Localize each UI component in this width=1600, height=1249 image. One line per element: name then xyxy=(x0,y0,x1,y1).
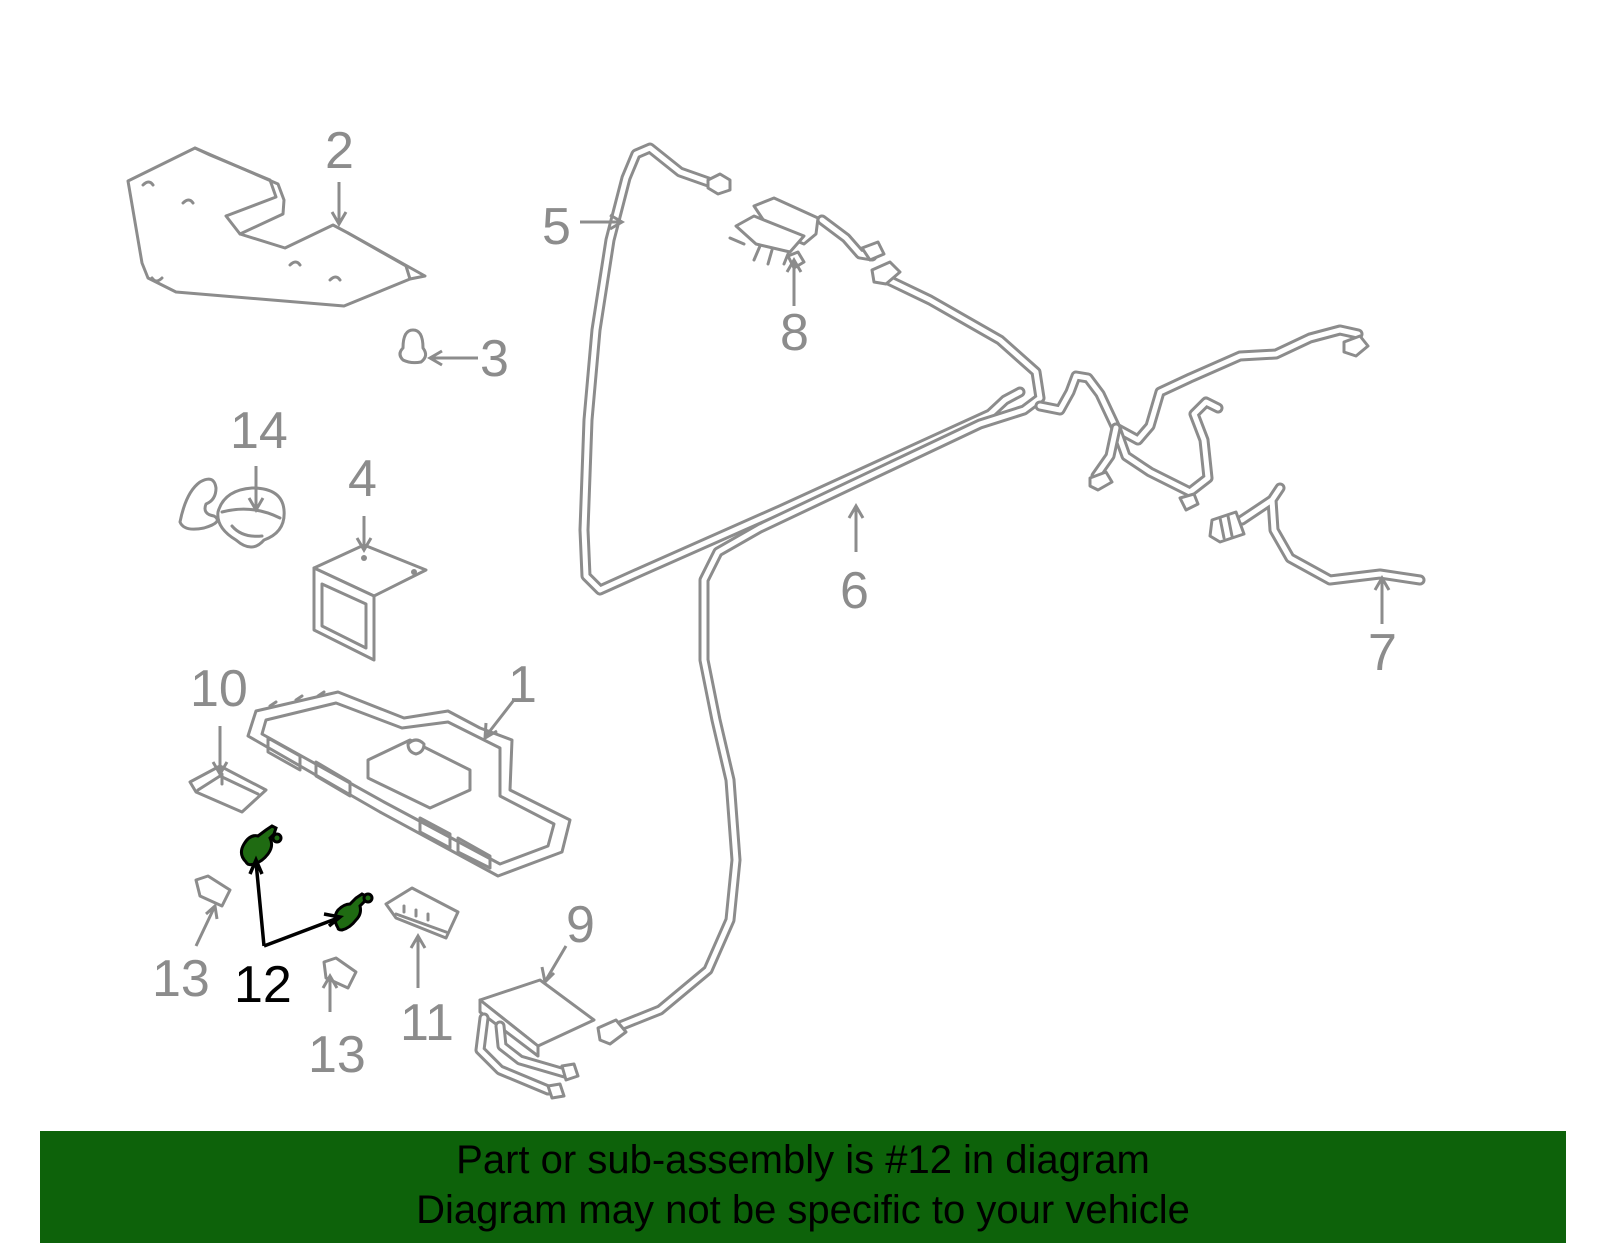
callout-1: 1 xyxy=(508,656,537,714)
part-8-module[interactable] xyxy=(728,196,886,270)
callout-8: 8 xyxy=(780,304,809,362)
banner-line-1: Part or sub-assembly is #12 in diagram xyxy=(456,1138,1150,1182)
part-1-console[interactable] xyxy=(246,690,572,878)
callout-7: 7 xyxy=(1368,624,1397,682)
callout-4: 4 xyxy=(348,450,377,508)
callout-2: 2 xyxy=(325,122,354,180)
callout-6: 6 xyxy=(840,562,869,620)
callout-11: 11 xyxy=(400,994,454,1052)
part-4-bracket[interactable] xyxy=(312,543,428,662)
part-3-clip[interactable] xyxy=(398,328,428,365)
part-2-bracket[interactable] xyxy=(126,146,427,308)
info-banner: Part or sub-assembly is #12 in diagram D… xyxy=(40,1131,1566,1243)
leader-lines xyxy=(194,182,1391,1012)
callout-9: 9 xyxy=(566,896,595,954)
callout-3: 3 xyxy=(480,330,509,388)
callout-13a: 13 xyxy=(152,950,210,1008)
part-11-lamp[interactable] xyxy=(384,886,460,940)
part-12-screw-b[interactable] xyxy=(333,892,374,932)
part-14-knob[interactable] xyxy=(178,477,286,549)
part-6-harness[interactable] xyxy=(596,260,1046,1046)
part-13a-cover[interactable] xyxy=(194,874,232,908)
callout-14: 14 xyxy=(230,402,288,460)
part-5-harness[interactable] xyxy=(578,142,1026,596)
callout-10: 10 xyxy=(190,660,248,718)
part-12-screw-a[interactable] xyxy=(239,824,283,867)
banner-line-2: Diagram may not be specific to your vehi… xyxy=(416,1188,1190,1232)
callout-5: 5 xyxy=(542,198,571,256)
part-7-harness[interactable] xyxy=(1034,324,1426,586)
leader-12 xyxy=(248,855,345,948)
callout-12: 12 xyxy=(234,956,292,1014)
callout-13b: 13 xyxy=(308,1026,366,1084)
callouts: 1 2 3 4 5 6 7 8 9 10 11 12 13 13 14 xyxy=(152,122,1397,1084)
part-9-module[interactable] xyxy=(474,978,596,1100)
part-10-lamp[interactable] xyxy=(188,764,268,814)
